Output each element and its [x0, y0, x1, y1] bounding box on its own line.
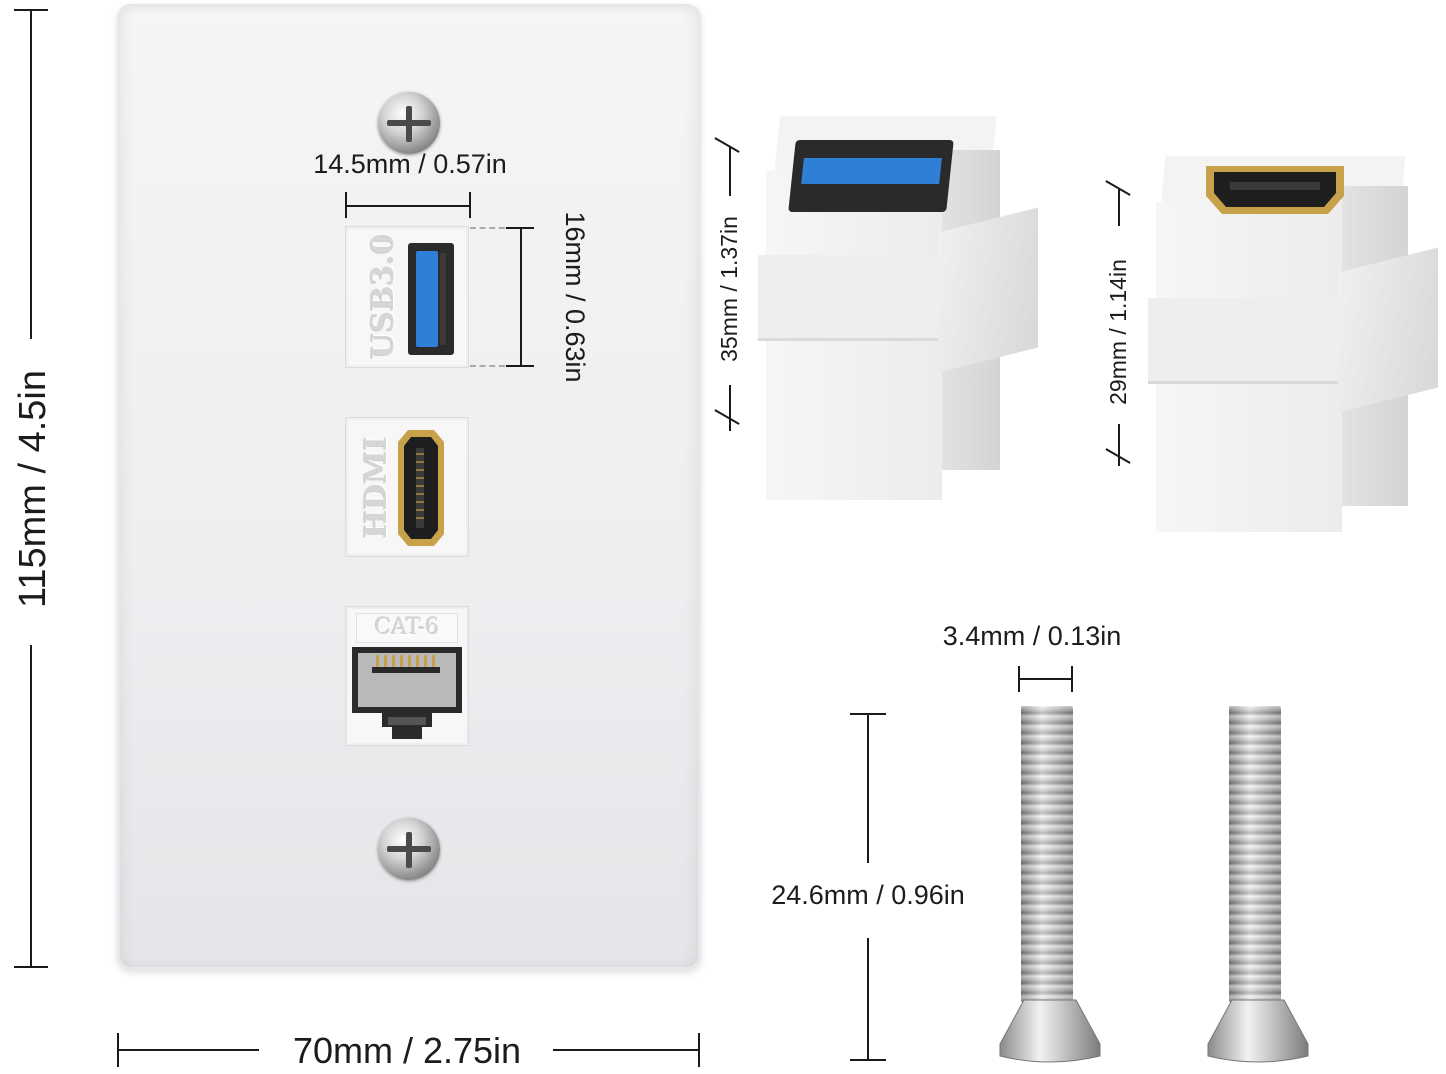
screw-length-bottom-tick — [850, 1059, 886, 1061]
screw-length-line-upper — [867, 713, 869, 863]
usb-keystone-height-line-upper — [729, 146, 731, 196]
plate-height-line-upper — [30, 9, 32, 339]
usb-port-height-bottom-tick — [506, 365, 534, 367]
hdmi-keystone-height-line-upper — [1118, 188, 1120, 226]
plate-width-line-right — [553, 1049, 699, 1051]
machine-screw-icon — [1204, 706, 1312, 1066]
bottom-screw-icon — [378, 818, 440, 880]
plate-height-line-lower — [30, 645, 32, 967]
hdmi-port-icon — [398, 430, 444, 546]
wall-plate: USB3.0 HDMI CAT-6 — [117, 4, 701, 970]
usb-port-height-top-tick — [506, 227, 534, 229]
usb-port-width-label: 14.5mm / 0.57in — [313, 149, 507, 179]
usb-keystone-height-bottom-tick — [714, 409, 740, 425]
hdmi-keystone-opening-icon — [1206, 166, 1344, 214]
usb-height-dash-top — [470, 227, 524, 229]
screw-diameter-line — [1018, 678, 1072, 680]
screw-diameter-right-tick — [1071, 666, 1073, 692]
usb-height-dash-bottom — [470, 365, 524, 367]
plate-height-label: 115mm / 4.5in — [12, 370, 54, 608]
usb-port-width-right-tick — [469, 192, 471, 218]
usb3-label: USB3.0 — [366, 233, 401, 359]
usb-port-height-label: 16mm / 0.63in — [560, 211, 590, 383]
usb3-port-icon — [408, 243, 454, 355]
hdmi-keystone-height-label: 29mm / 1.14in — [1105, 259, 1131, 405]
screw-diameter-left-tick — [1018, 666, 1020, 692]
usb-port-width-left-tick — [345, 192, 347, 218]
cat6-port-frame: CAT-6 — [345, 606, 469, 746]
hdmi-keystone-jack — [1148, 150, 1443, 542]
screw-length-line-lower — [867, 938, 869, 1060]
machine-screw-icon — [996, 706, 1104, 1066]
plate-width-line-left — [117, 1049, 259, 1051]
usb-keystone-height-line-lower — [729, 385, 731, 431]
cat6-label: CAT-6 — [356, 613, 458, 643]
usb-keystone-jack — [758, 110, 1048, 510]
usb-keystone-height-top-tick — [714, 137, 740, 153]
plate-height-bottom-tick — [14, 966, 48, 968]
top-screw-icon — [378, 92, 440, 154]
hdmi-label: HDMI — [359, 436, 394, 538]
usb-keystone-height-label: 35mm / 1.37in — [716, 216, 742, 362]
ethernet-port-icon — [352, 647, 462, 739]
usb-port-height-line — [520, 227, 522, 367]
hdmi-keystone-height-line-lower — [1118, 424, 1120, 466]
screw-diameter-label: 3.4mm / 0.13in — [942, 621, 1122, 651]
plate-width-label: 70mm / 2.75in — [292, 1030, 522, 1071]
hdmi-port-frame: HDMI — [345, 417, 469, 557]
screw-length-label: 24.6mm / 0.96in — [771, 880, 965, 910]
usb-port-width-line — [345, 205, 470, 207]
usb3-port-frame: USB3.0 — [345, 226, 469, 368]
plate-width-right-tick — [698, 1033, 700, 1067]
usb-keystone-opening-icon — [788, 140, 954, 212]
